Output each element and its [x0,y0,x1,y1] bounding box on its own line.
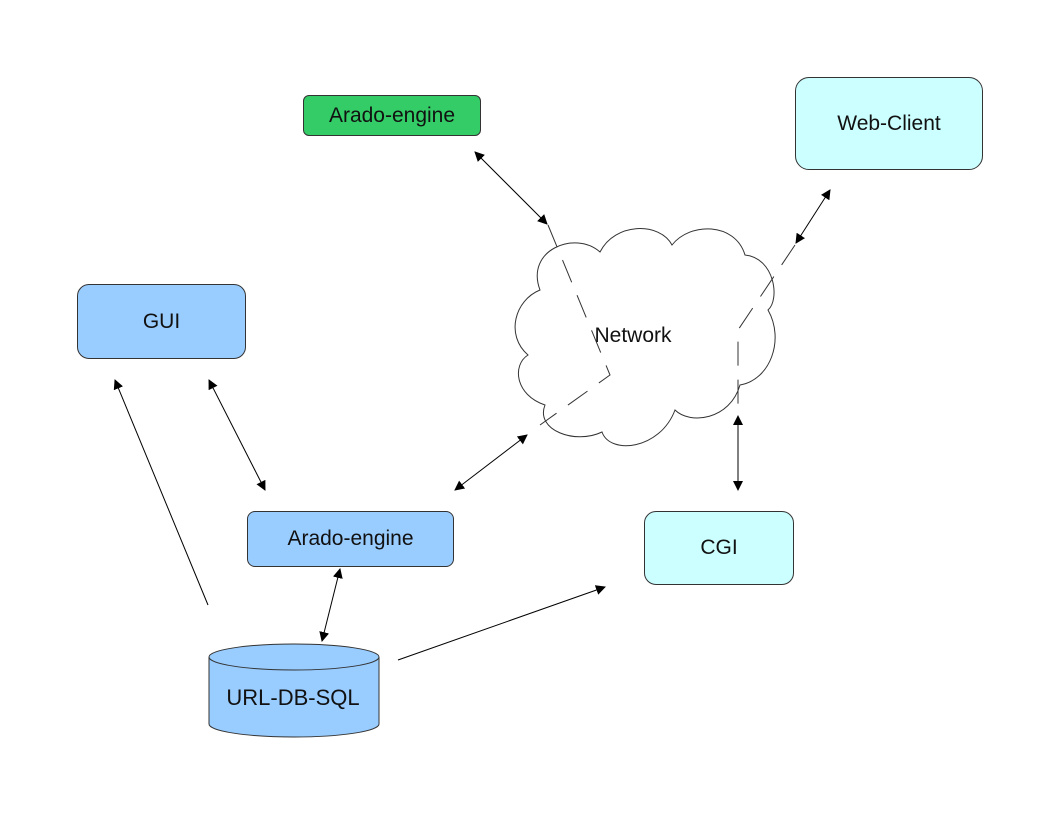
dashed-line-web-client [737,244,796,420]
url-db-sql-cylinder [208,643,380,738]
network-label: Network [594,324,672,347]
arado-engine-remote-label: Arado-engine [328,103,456,127]
arrow-arado-local-db [319,568,343,642]
arrow-arado-remote-network [474,151,548,225]
arrow-arado-local-network [454,434,528,491]
arrow-connectors [113,151,831,661]
arado-engine-local-node: Arado-engine [247,511,454,567]
network-cloud [514,228,776,447]
url-db-sql-label: URL-DB-SQL [226,685,360,710]
arrow-db-to-cgi [397,585,606,661]
arado-engine-remote-node: Arado-engine [303,95,481,136]
gui-node: GUI [77,284,246,359]
dashed-connectors [539,224,796,426]
arrow-db-to-gui [113,379,209,606]
arrow-gui-arado-local [208,379,266,491]
web-client-label: Web-Client [837,111,941,135]
arrow-web-client-network [795,189,831,244]
dashed-line-arado-remote [539,224,611,426]
cgi-node: CGI [644,511,794,585]
cgi-label: CGI [700,536,738,559]
arado-engine-local-label: Arado-engine [287,527,414,550]
web-client-node: Web-Client [795,77,983,170]
gui-label: GUI [142,309,181,333]
